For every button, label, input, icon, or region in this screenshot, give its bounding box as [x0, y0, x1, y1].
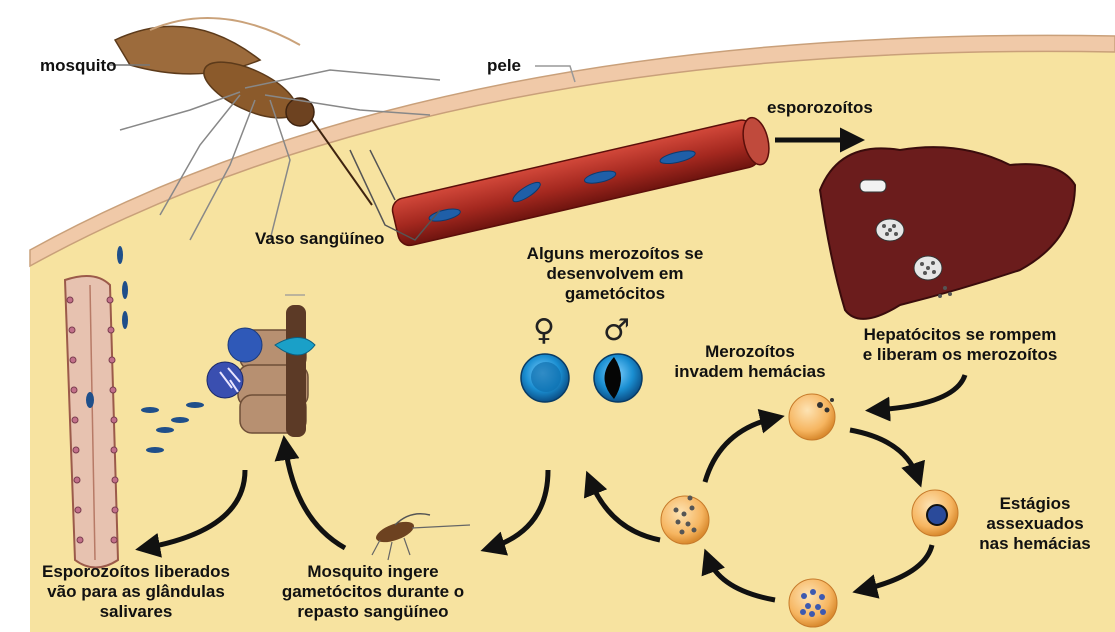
- label-blood-vessel: Vaso sangüíneo: [255, 229, 384, 249]
- rbc-rupturing: [661, 496, 709, 545]
- gametocyte-female: [521, 354, 569, 402]
- female-symbol: ♀: [533, 316, 555, 346]
- label-skin: pele: [487, 56, 521, 76]
- label-merozoites-invade: Merozoítos invadem hemácias: [660, 342, 840, 382]
- label-mosquito: mosquito: [40, 56, 117, 76]
- rbc-ring-stage: [789, 394, 835, 440]
- label-hepatocytes: Hepatócitos se rompem e liberam os meroz…: [840, 325, 1080, 365]
- label-mosquito-ingests: Mosquito ingere gametócitos durante o re…: [260, 562, 486, 622]
- rbc-schizont: [789, 579, 837, 627]
- label-gametocytes: Alguns merozoítos se desenvolvem em game…: [505, 244, 725, 304]
- gametocyte-male: [594, 354, 642, 402]
- label-sporozoites: esporozoítos: [767, 98, 873, 118]
- label-sporozoites-released: Esporozoítos liberados vão para as glând…: [20, 562, 252, 622]
- label-asexual-stages: Estágios assexuados nas hemácias: [970, 494, 1100, 554]
- male-symbol: ♂: [603, 316, 630, 346]
- rbc-trophozoite: [912, 490, 958, 536]
